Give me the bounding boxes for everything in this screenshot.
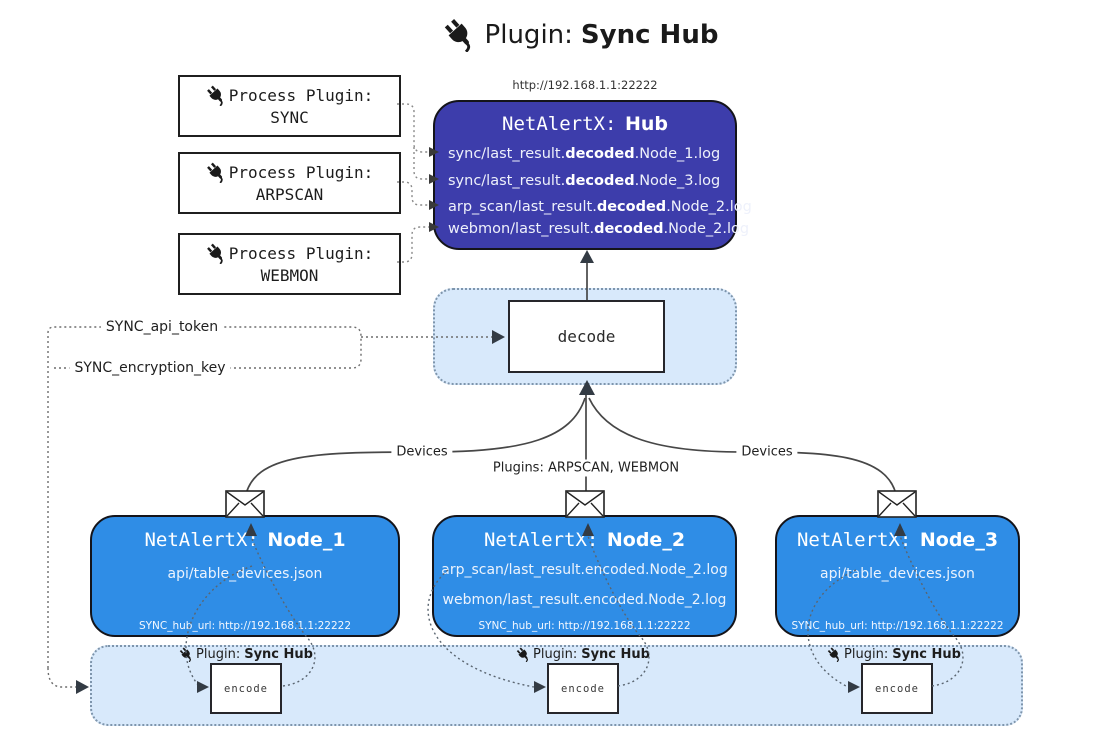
process-plugin-box-webmon: Process Plugin: WEBMON bbox=[178, 233, 401, 295]
envelope-icon bbox=[565, 490, 605, 518]
plugins-center-label: Plugins: ARPSCAN, WEBMON bbox=[487, 459, 685, 477]
hub-log-entry: webmon/last_result.decoded.Node_2.log bbox=[448, 221, 750, 237]
title-name: Sync Hub bbox=[580, 20, 719, 50]
node-entry: api/table_devices.json bbox=[167, 566, 323, 582]
envelope-icon bbox=[877, 490, 917, 518]
process-plugin-label: Process Plugin: bbox=[228, 86, 374, 105]
node-3-box: NetAlertX:Node_3 api/table_devices.json … bbox=[775, 515, 1020, 637]
node-hub-url: SYNC_hub_url: http://192.168.1.1:22222 bbox=[791, 620, 1004, 632]
plug-icon bbox=[516, 647, 531, 662]
node-hub-url: SYNC_hub_url: http://192.168.1.1:22222 bbox=[138, 620, 352, 632]
node-1-box: NetAlertX:Node_1 api/table_devices.json … bbox=[90, 515, 400, 637]
process-plugin-box-sync: Process Plugin: SYNC bbox=[178, 75, 401, 137]
devices-right-label: Devices bbox=[736, 443, 798, 461]
plug-icon bbox=[206, 162, 227, 183]
node-entry: arp_scan/last_result.encoded.Node_2.log bbox=[441, 562, 728, 578]
title-label: Plugin: bbox=[484, 20, 573, 50]
node-2-box: NetAlertX:Node_2 arp_scan/last_result.en… bbox=[432, 515, 737, 637]
node-entry: api/table_devices.json bbox=[820, 566, 975, 582]
page-title: Plugin: Sync Hub bbox=[443, 18, 719, 52]
hub-url: http://192.168.1.1:22222 bbox=[512, 78, 658, 92]
plug-icon bbox=[179, 647, 194, 662]
plug-icon bbox=[206, 85, 227, 106]
node-entry: webmon/last_result.encoded.Node_2.log bbox=[442, 592, 727, 608]
devices-left-label: Devices bbox=[391, 443, 453, 461]
hub-title-name: Hub bbox=[624, 113, 668, 135]
hub-title: NetAlertX: Hub bbox=[435, 113, 735, 135]
encode-box: encode bbox=[547, 663, 619, 714]
strip-plugin-label: Plugin:Sync Hub bbox=[179, 647, 313, 662]
plug-icon bbox=[827, 647, 842, 662]
process-plugin-name: ARPSCAN bbox=[255, 185, 324, 204]
sync-api-token-label: SYNC_api_token bbox=[100, 318, 224, 336]
hub-box: NetAlertX: Hub sync/last_result.decoded.N… bbox=[433, 100, 752, 250]
hub-log-entry: arp_scan/last_result.decoded.Node_2.log bbox=[448, 199, 752, 215]
process-plugin-label: Process Plugin: bbox=[228, 163, 374, 182]
node-title: NetAlertX:Node_1 bbox=[144, 529, 346, 551]
process-plugin-box-arpscan: Process Plugin: ARPSCAN bbox=[178, 152, 401, 214]
hub-log-entry: sync/last_result.decoded.Node_1.log bbox=[448, 146, 721, 162]
hub-title-prefix: NetAlertX: bbox=[502, 113, 617, 135]
strip-plugin-label: Plugin:Sync Hub bbox=[516, 647, 650, 662]
process-plugin-name: SYNC bbox=[270, 108, 309, 127]
encode-box: encode bbox=[861, 663, 933, 714]
decode-box: decode bbox=[508, 300, 665, 373]
hub-log-entry: sync/last_result.decoded.Node_3.log bbox=[448, 173, 721, 189]
process-plugin-label: Process Plugin: bbox=[228, 244, 374, 263]
node-hub-url: SYNC_hub_url: http://192.168.1.1:22222 bbox=[478, 620, 691, 632]
strip-plugin-label: Plugin:Sync Hub bbox=[827, 647, 961, 662]
node-title: NetAlertX:Node_2 bbox=[483, 529, 686, 551]
sync-encryption-key-label: SYNC_encryption_key bbox=[69, 359, 231, 377]
process-plugin-name: WEBMON bbox=[260, 266, 319, 285]
node-title: NetAlertX:Node_3 bbox=[796, 529, 999, 551]
encode-box: encode bbox=[210, 663, 282, 714]
plug-icon bbox=[206, 243, 227, 264]
envelope-icon bbox=[225, 490, 265, 518]
plug-icon bbox=[443, 18, 477, 52]
